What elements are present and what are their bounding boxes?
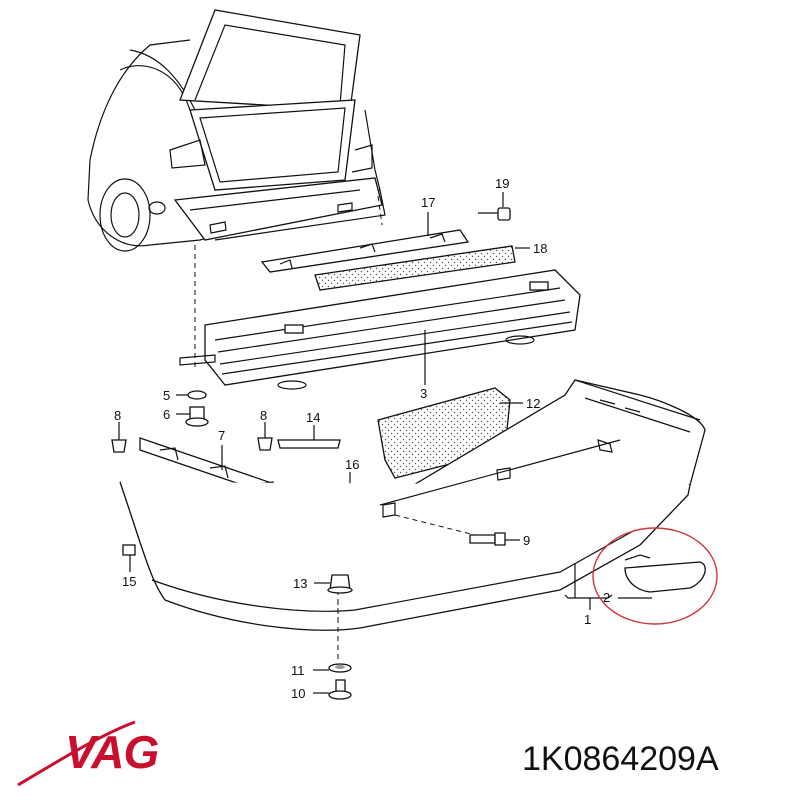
callout-9: 9 [523,533,530,548]
callout-3: 3 [420,386,427,401]
callout-11: 11 [291,663,305,678]
callout-16: 16 [345,457,359,472]
part-3-carrier: 3 [179,269,581,401]
part-13-nut: 13 [293,574,353,594]
car-rear-body [87,9,386,252]
highlight-circle [592,527,718,625]
callout-7: 7 [218,428,225,443]
callout-10: 10 [291,686,305,701]
part-5-washer: 5 [163,388,207,403]
callout-8a: 8 [114,408,121,423]
part-18-absorber: 18 [314,241,547,291]
callout-6: 6 [163,407,170,422]
callout-18: 18 [533,241,547,256]
part-9-bolt: 9 [469,532,530,548]
callout-8b: 8 [260,408,267,423]
callout-14: 14 [306,410,320,425]
brand-logo: VAG [65,726,158,778]
part-11-washer: 11 [291,663,352,678]
callout-15: 15 [122,574,136,589]
callout-5: 5 [163,388,170,403]
brand-swoosh [17,720,136,787]
callout-13: 13 [293,576,307,591]
brand-logo-group: VAG [17,720,159,787]
part-8-clip-left: 8 [111,408,127,453]
part-1-bumper-cover: 1 [119,379,706,660]
part-number: 1K0864209A [522,740,719,778]
callout-19: 19 [495,176,509,191]
part-14-strip: 14 [277,410,341,449]
part-15-clip: 15 [122,544,136,589]
part-10-screw: 10 [291,679,352,701]
leader-dashed [377,195,383,226]
callout-12: 12 [526,396,540,411]
part-6-nut: 6 [163,406,209,427]
part-8-clip-mid: 8 [257,408,273,451]
callout-2: 2 [603,590,610,605]
part-2-tow-cover[interactable]: 2 [592,527,718,625]
callout-1: 1 [584,612,591,627]
part-17-bracket: 17 [260,195,470,273]
callout-17: 17 [421,195,435,210]
part-19-bolt: 19 [478,176,511,221]
